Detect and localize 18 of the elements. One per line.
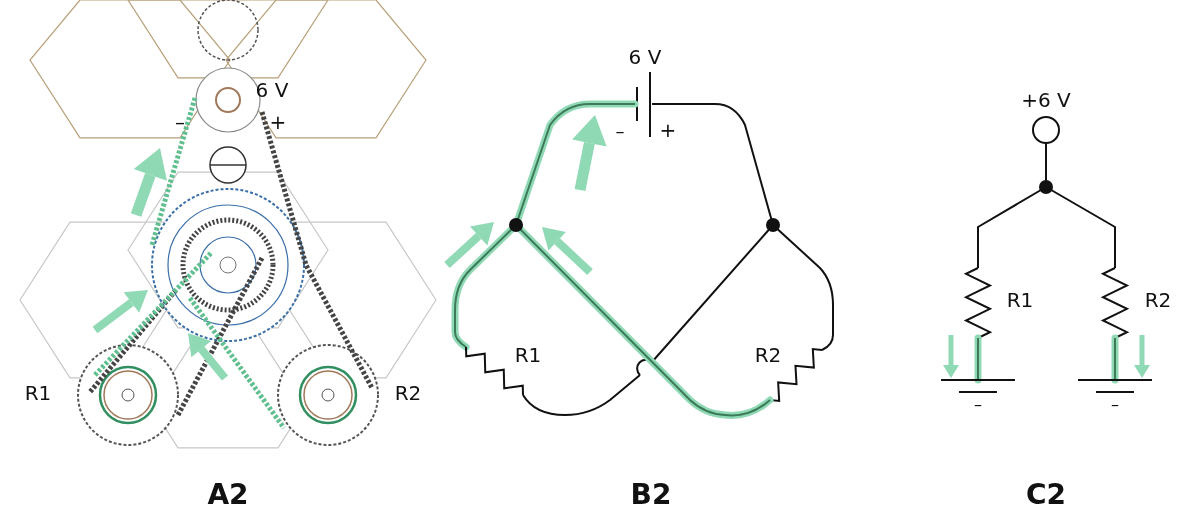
polarity-sign: – bbox=[974, 397, 982, 413]
polarity-sign: – bbox=[175, 112, 185, 132]
polarity-sign: – bbox=[615, 122, 625, 140]
voltage-label: +6 V bbox=[1021, 90, 1071, 110]
resistor-label: R2 bbox=[394, 383, 422, 403]
polarity-sign: + bbox=[659, 120, 677, 140]
resistor-label: R1 bbox=[24, 383, 52, 403]
resistor-label: R2 bbox=[754, 345, 782, 365]
polarity-sign: – bbox=[1111, 397, 1119, 413]
panel-label: A2 bbox=[207, 481, 249, 509]
voltage-label: 6 V bbox=[255, 80, 289, 100]
panel-label: B2 bbox=[630, 481, 672, 509]
resistor-label: R1 bbox=[1006, 290, 1034, 310]
polarity-sign: + bbox=[269, 112, 287, 132]
resistor-label: R1 bbox=[514, 345, 542, 365]
voltage-label: 6 V bbox=[628, 47, 662, 67]
panel-label: C2 bbox=[1026, 481, 1066, 509]
resistor-label: R2 bbox=[1144, 290, 1172, 310]
